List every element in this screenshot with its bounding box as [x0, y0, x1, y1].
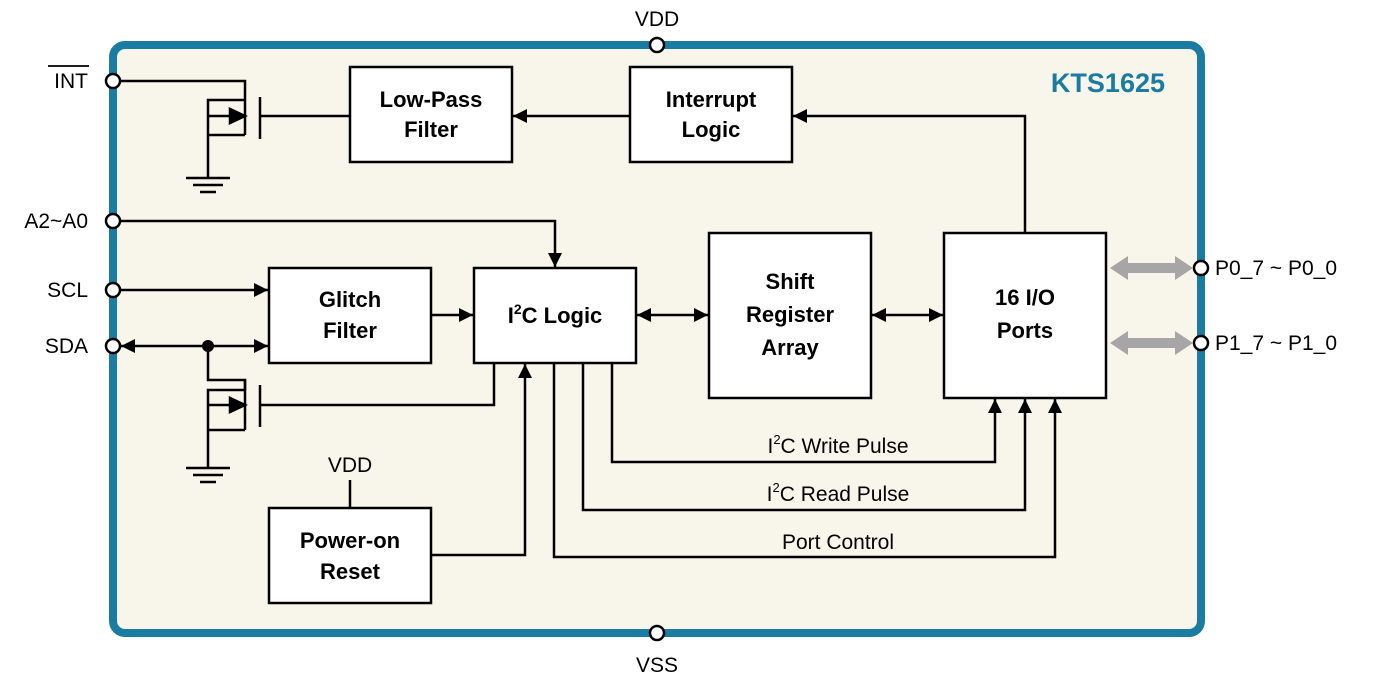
chip-name: KTS1625: [1051, 68, 1165, 98]
p0-pin[interactable]: [1192, 259, 1210, 277]
shift-label-1: Shift: [766, 269, 816, 294]
shift-register-array-block: Shift Register Array: [707, 231, 873, 400]
interrupt-logic-block: Interrupt Logic: [628, 65, 794, 164]
p1-pin[interactable]: [1192, 334, 1210, 352]
glitch-label-2: Filter: [323, 318, 377, 343]
low-pass-label-2: Filter: [404, 117, 458, 142]
low-pass-label-1: Low-Pass: [380, 87, 483, 112]
io-ports-block: 16 I/O Ports: [942, 231, 1108, 400]
glitch-filter-block: Glitch Filter: [267, 266, 433, 365]
vss-pin-label: VSS: [636, 654, 678, 677]
ports-label-1: 16 I/O: [995, 285, 1055, 310]
low-pass-filter-block: Low-Pass Filter: [348, 65, 514, 164]
por-vdd-label: VDD: [328, 454, 372, 477]
port-control-label: Port Control: [782, 531, 894, 554]
ports-label-2: Ports: [997, 318, 1053, 343]
shift-label-3: Array: [761, 335, 819, 360]
vdd-pin[interactable]: [648, 36, 666, 54]
wires: [120, 79, 1062, 559]
p0-pin-label: P0_7 ~ P0_0: [1215, 257, 1337, 280]
read-pulse-label: I2C Read Pulse: [767, 480, 910, 506]
p1-pin-label: P1_7 ~ P1_0: [1215, 332, 1337, 355]
write-pulse-label: I2C Write Pulse: [767, 432, 908, 458]
sda-nmos-transistor-icon: [186, 380, 262, 484]
scl-pin[interactable]: [104, 281, 122, 299]
p0-bus-arrow: [1110, 256, 1193, 280]
scl-pin-label: SCL: [47, 279, 88, 302]
a2a0-pin[interactable]: [104, 212, 122, 230]
i2c-logic-block: I2C Logic: [472, 266, 638, 365]
interrupt-label-1: Interrupt: [666, 87, 757, 112]
vdd-pin-label: VDD: [635, 8, 679, 31]
glitch-label-1: Glitch: [319, 287, 381, 312]
int-pin-label: INT: [54, 70, 88, 93]
power-on-reset-block: Power-on Reset: [267, 506, 433, 605]
sda-pin[interactable]: [104, 337, 122, 355]
sda-pin-label: SDA: [45, 335, 88, 358]
int-nmos-transistor-icon: [186, 97, 262, 194]
shift-label-2: Register: [746, 302, 834, 327]
int-pin[interactable]: [104, 72, 122, 90]
a2a0-pin-label: A2~A0: [24, 210, 88, 233]
por-label-2: Reset: [320, 559, 381, 584]
i2c-logic-label: I2C Logic: [508, 301, 603, 328]
sda-junction: [202, 340, 214, 352]
por-label-1: Power-on: [300, 528, 400, 553]
p1-bus-arrow: [1110, 331, 1193, 355]
vss-pin[interactable]: [648, 624, 666, 642]
interrupt-label-2: Logic: [682, 117, 741, 142]
